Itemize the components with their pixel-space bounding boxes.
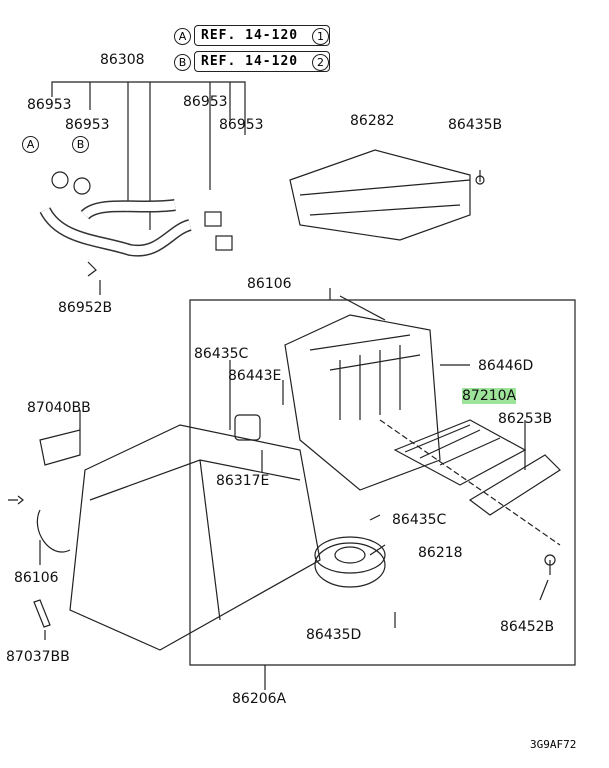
part-87210a[interactable]: 87210A	[462, 388, 517, 404]
part-86953[interactable]: 86953	[27, 97, 72, 113]
ref-num-a: 1	[312, 28, 329, 45]
diagram-code: 3G9AF72	[530, 738, 577, 751]
part-86106[interactable]: 86106	[247, 276, 292, 292]
ref-text-b: REF. 14-120	[201, 54, 299, 69]
part-86446d[interactable]: 86446D	[478, 358, 534, 374]
ref-marker-a: A	[174, 28, 191, 45]
part-86218[interactable]: 86218	[418, 545, 463, 561]
part-86435d[interactable]: 86435D	[306, 627, 362, 643]
part-86206a[interactable]: 86206A	[232, 691, 287, 707]
part-86435b[interactable]: 86435B	[448, 117, 503, 133]
part-86282[interactable]: 86282	[350, 113, 395, 129]
part-86435c[interactable]: 86435C	[392, 512, 447, 528]
part-86317e[interactable]: 86317E	[216, 473, 270, 489]
part-86452b[interactable]: 86452B	[500, 619, 555, 635]
part-86953[interactable]: 86953	[183, 94, 228, 110]
part-86106[interactable]: 86106	[14, 570, 59, 586]
ref-text-a: REF. 14-120	[201, 28, 299, 43]
part-86435c[interactable]: 86435C	[194, 346, 249, 362]
ref-box-a[interactable]	[194, 25, 330, 46]
part-87040bb[interactable]: 87040BB	[27, 400, 91, 416]
ref-marker-b: B	[174, 54, 191, 71]
part-86952b[interactable]: 86952B	[58, 300, 113, 316]
part-86953[interactable]: 86953	[219, 117, 264, 133]
part-86443e[interactable]: 86443E	[228, 368, 282, 384]
part-86953[interactable]: 86953	[65, 117, 110, 133]
part-87037bb[interactable]: 87037BB	[6, 649, 70, 665]
part-86308[interactable]: 86308	[100, 52, 145, 68]
ref-num-b: 2	[312, 54, 329, 71]
ref-box-b[interactable]	[194, 51, 330, 72]
marker-b: B	[72, 136, 89, 153]
part-86253b[interactable]: 86253B	[498, 411, 553, 427]
marker-a: A	[22, 136, 39, 153]
